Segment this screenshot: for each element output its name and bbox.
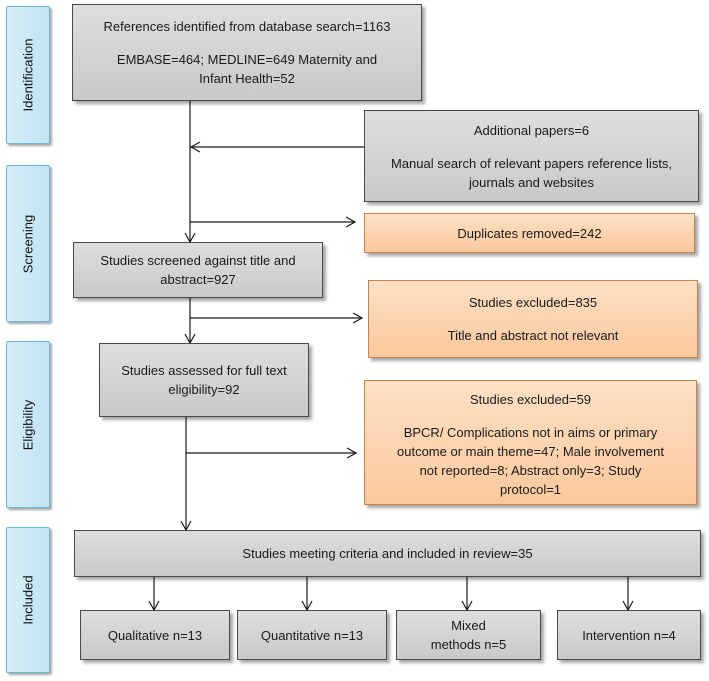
excluded-eligibility-detail: BPCR/ Complications not in aims or prima…: [397, 425, 664, 497]
screened-title: Studies screened against title and abstr…: [100, 253, 296, 287]
excluded-eligibility-title: Studies excluded=59: [469, 392, 592, 407]
box-additional-papers: Additional papers=6 Manual search of rel…: [364, 110, 699, 202]
box-screened: Studies screened against title and abstr…: [73, 242, 323, 298]
database-search-title: References identified from database sear…: [103, 19, 391, 34]
box-included: Studies meeting criteria and included in…: [74, 530, 701, 577]
box-assessed: Studies assessed for full text eligibili…: [99, 343, 309, 417]
phase-screening: Screening: [6, 165, 50, 322]
duplicates-removed-title: Duplicates removed=242: [457, 225, 602, 241]
excluded-screening-title: Studies excluded=835: [468, 295, 598, 310]
database-search-detail: EMBASE=464; MEDLINE=649 Maternity and In…: [116, 52, 378, 86]
box-mixed-methods: Mixed methods n=5: [396, 610, 541, 660]
phase-included: Included: [6, 527, 50, 673]
additional-papers-detail: Manual search of relevant papers referen…: [390, 155, 673, 190]
box-excluded-eligibility: Studies excluded=59 BPCR/ Complications …: [364, 380, 697, 505]
phase-identification: Identification: [6, 6, 50, 144]
excluded-screening-detail: Title and abstract not relevant: [447, 328, 619, 343]
qualitative-title: Qualitative n=13: [107, 627, 203, 643]
box-database-search: References identified from database sear…: [72, 4, 422, 101]
box-quantitative: Quantitative n=13: [237, 610, 387, 660]
phase-eligibility: Eligibility: [6, 341, 50, 508]
assessed-title: Studies assessed for full text eligibili…: [121, 363, 287, 397]
box-duplicates-removed: Duplicates removed=242: [364, 213, 695, 253]
box-excluded-screening: Studies excluded=835 Title and abstract …: [368, 280, 698, 358]
included-title: Studies meeting criteria and included in…: [242, 546, 533, 561]
quantitative-title: Quantitative n=13: [260, 627, 364, 643]
intervention-title: Intervention n=4: [582, 627, 676, 643]
box-qualitative: Qualitative n=13: [80, 610, 230, 660]
mixed-methods-title: Mixed methods n=5: [430, 618, 507, 652]
box-intervention: Intervention n=4: [557, 610, 701, 660]
additional-papers-title: Additional papers=6: [473, 122, 590, 138]
